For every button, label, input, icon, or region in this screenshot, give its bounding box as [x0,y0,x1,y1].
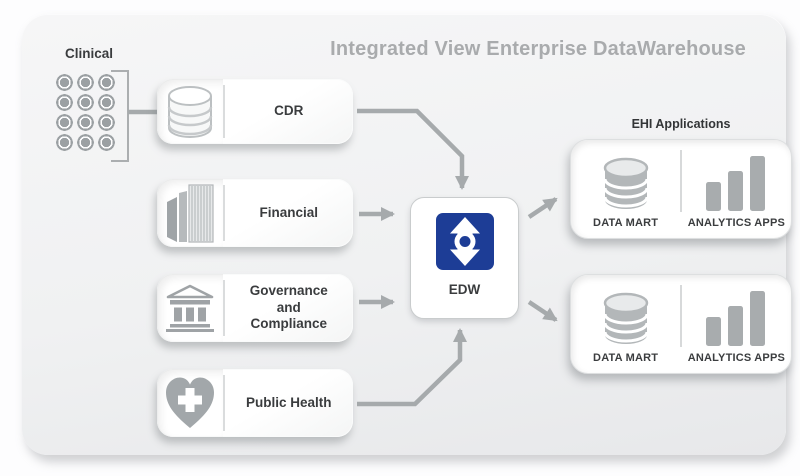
analytics-cell: ANALYTICS APPS [682,275,791,373]
data-mart-cell: DATA MART [571,275,680,373]
arrow-cdr-edw [357,108,469,190]
data-mart-cell: DATA MART [571,140,680,238]
database-icon [603,292,649,344]
data-mart-label: DATA MART [593,217,659,229]
bar-chart-icon [706,156,766,211]
source-dot-icon [56,134,73,151]
analytics-apps-label: ANALYTICS APPS [687,352,786,364]
box-divider [223,85,225,138]
data-mart-label: DATA MART [593,352,659,364]
ehi-applications-label: EHI Applications [631,117,731,131]
clinical-group-label: Clinical [65,46,114,61]
database-icon [167,85,213,138]
arrow-edw-ehi1 [527,197,558,219]
clinical-sources-grid [56,74,115,151]
source-label: Public Health [245,394,332,410]
bar-chart-icon [706,291,766,346]
source-label: Financial [259,204,318,220]
source-box-cdr: CDR [157,79,353,144]
edw-label: EDW [448,282,481,297]
ledgers-icon [167,184,214,243]
box-divider [223,185,225,241]
source-dot-icon [98,134,115,151]
source-box-public-health: Public Health [157,369,353,437]
database-icon [603,157,649,209]
source-dot-icon [77,74,94,91]
source-label: Governance and Compliance [249,282,328,332]
sync-arrows-icon [435,213,494,270]
ehi-box-1: DATA MART ANALYTICS APPS [570,139,792,239]
bank-icon [166,284,214,332]
ehi-box-2: DATA MART ANALYTICS APPS [570,274,792,374]
main-panel: Integrated View Enterprise DataWarehouse… [22,14,792,455]
box-divider [680,285,682,347]
source-box-financial: Financial [157,179,353,247]
diagram-title: Integrated View Enterprise DataWarehouse [330,38,746,60]
source-dot-icon [98,94,115,111]
source-dot-icon [77,134,94,151]
source-dot-icon [56,94,73,111]
analytics-cell: ANALYTICS APPS [682,140,791,238]
edw-box: EDW [410,197,519,319]
source-dot-icon [77,94,94,111]
source-box-governance: Governance and Compliance [157,274,353,342]
source-dot-icon [56,114,73,131]
analytics-apps-label: ANALYTICS APPS [687,217,786,229]
box-divider [680,150,682,212]
box-divider [223,375,225,431]
source-dot-icon [56,74,73,91]
arrow-publichealth-edw [357,328,467,407]
source-dot-icon [77,114,94,131]
source-dot-icon [98,74,115,91]
heart-cross-icon [166,377,214,428]
source-dot-icon [98,114,115,131]
box-divider [223,280,225,336]
source-label: CDR [274,103,304,119]
arrow-edw-ehi2 [527,300,558,322]
